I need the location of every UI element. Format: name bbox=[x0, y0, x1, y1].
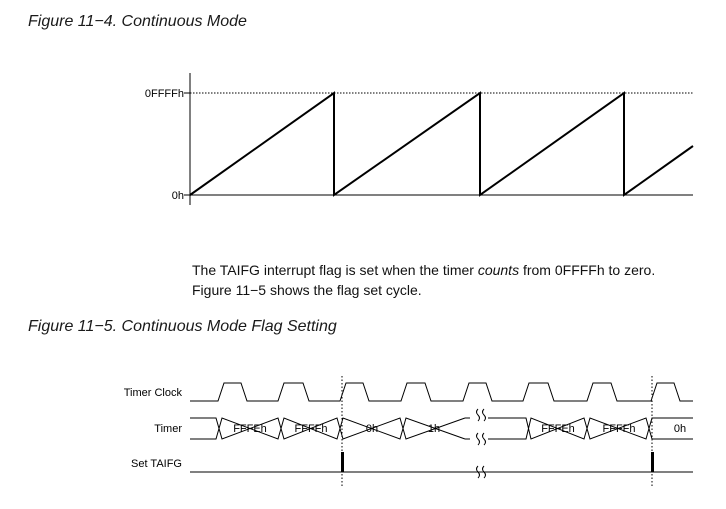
timer-value-4: 1h bbox=[428, 423, 440, 435]
timer-value-5: FFFEh bbox=[541, 423, 575, 435]
timer-value-6: FFFFh bbox=[603, 423, 636, 435]
description-text-b: from 0FFFFh to zero. bbox=[519, 262, 656, 278]
timer-value-7: 0h bbox=[674, 423, 686, 435]
figure-11-4-caption: Figure 11−4. Continuous Mode bbox=[28, 13, 247, 30]
timer-value-2: FFFFh bbox=[295, 423, 328, 435]
timing-diagram: Timer Clock Timer Set TAIFG FFFEh FFFFh … bbox=[124, 376, 693, 488]
description-text-a: The TAIFG interrupt flag is set when the… bbox=[192, 262, 478, 278]
sawtooth-chart: 0FFFFh 0h bbox=[145, 73, 694, 205]
description-line-1: The TAIFG interrupt flag is set when the… bbox=[192, 260, 655, 280]
signal-label-timer-clock: Timer Clock bbox=[124, 387, 183, 399]
figure-11-5-caption: Figure 11−5. Continuous Mode Flag Settin… bbox=[28, 318, 337, 335]
y-label-0ffffh: 0FFFFh bbox=[145, 88, 184, 100]
timer-clock-waveform bbox=[190, 382, 693, 402]
taifg-description: The TAIFG interrupt flag is set when the… bbox=[192, 260, 655, 300]
taifg-break-mark bbox=[476, 465, 486, 479]
description-line-2: Figure 11−5 shows the flag set cycle. bbox=[192, 282, 422, 298]
description-emphasis: counts bbox=[477, 262, 520, 278]
timer-value-3: 0h bbox=[366, 423, 378, 435]
timer-bus-values: FFFEh FFFFh 0h 1h FFFEh FFFFh 0h bbox=[233, 423, 686, 435]
taifg-pulse-2 bbox=[651, 452, 654, 472]
timer-count-waveform bbox=[189, 91, 694, 197]
signal-label-set-taifg: Set TAIFG bbox=[131, 458, 182, 470]
signal-label-timer: Timer bbox=[154, 423, 182, 435]
timer-bus bbox=[190, 417, 693, 440]
timer-value-1: FFFEh bbox=[233, 423, 267, 435]
y-label-0h: 0h bbox=[172, 190, 184, 202]
taifg-pulse-1 bbox=[341, 452, 344, 472]
timer-break-mark bbox=[476, 408, 486, 446]
